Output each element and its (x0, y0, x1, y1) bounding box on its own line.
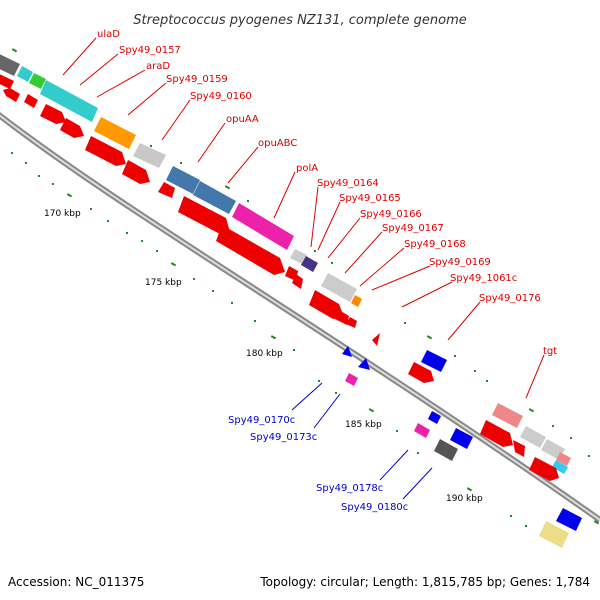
gene-label-spy49-0168: Spy49_0168 (404, 239, 466, 250)
gene-label-spy49-0178c: Spy49_0178c (316, 483, 383, 494)
genome-summary-text: Topology: circular; Length: 1,815,785 bp… (259, 575, 590, 589)
gene-label-spy49-0166: Spy49_0166 (360, 209, 422, 220)
map-title: Streptococcus pyogenes NZ131, complete g… (133, 13, 467, 28)
gene-label-spy49-0167: Spy49_0167 (382, 223, 444, 234)
gene-label-araD: araD (146, 61, 170, 72)
gene-label-spy49-0170c: Spy49_0170c (228, 415, 295, 426)
scale-label-185: 185 kbp (345, 420, 382, 430)
gene-label-spy49-0157: Spy49_0157 (119, 45, 181, 56)
gene-label-polA: polA (296, 163, 318, 174)
gene-label-opuABC: opuABC (258, 138, 297, 149)
gene-label-spy49-0180c: Spy49_0180c (341, 502, 408, 513)
gene-label-spy49-0160: Spy49_0160 (190, 91, 252, 102)
scale-label-175: 175 kbp (145, 278, 182, 288)
forward-leader-lines (62, 37, 545, 399)
gene-label-spy49-0176: Spy49_0176 (479, 293, 541, 304)
gene-label-spy49-0169: Spy49_0169 (429, 257, 491, 268)
gene-label-spy49-0165: Spy49_0165 (339, 193, 401, 204)
scale-label-190: 190 kbp (446, 494, 483, 504)
gene-label-spy49-1061c: Spy49_1061c (450, 273, 517, 284)
reverse-leader-lines (291, 382, 433, 500)
genome-backbone (0, 111, 600, 523)
cog-boxes-inner (345, 373, 569, 548)
gene-label-tgt: tgt (543, 346, 557, 357)
gene-label-spy49-0164: Spy49_0164 (317, 178, 379, 189)
reverse-gene-labels: Spy49_0170c Spy49_0173c Spy49_0178c Spy4… (228, 415, 408, 513)
gene-label-ulaD: ulaD (97, 29, 120, 40)
kbp-scale-labels: 170 kbp 175 kbp 180 kbp 185 kbp 190 kbp (44, 209, 483, 504)
forward-gene-labels: ulaD Spy49_0157 araD Spy49_0159 Spy49_01… (97, 29, 557, 357)
scale-label-180: 180 kbp (246, 349, 283, 359)
gene-label-opuAA: opuAA (226, 114, 259, 125)
gene-label-spy49-0159: Spy49_0159 (166, 74, 228, 85)
gene-label-spy49-0173c: Spy49_0173c (250, 432, 317, 443)
forward-gene-arrows (0, 74, 559, 481)
cog-boxes-outer (0, 54, 571, 474)
accession-text: Accession: NC_011375 (8, 575, 144, 589)
scale-label-170: 170 kbp (44, 209, 81, 219)
reverse-gene-arrows (342, 346, 582, 531)
gc-skew-ticks (11, 48, 600, 527)
